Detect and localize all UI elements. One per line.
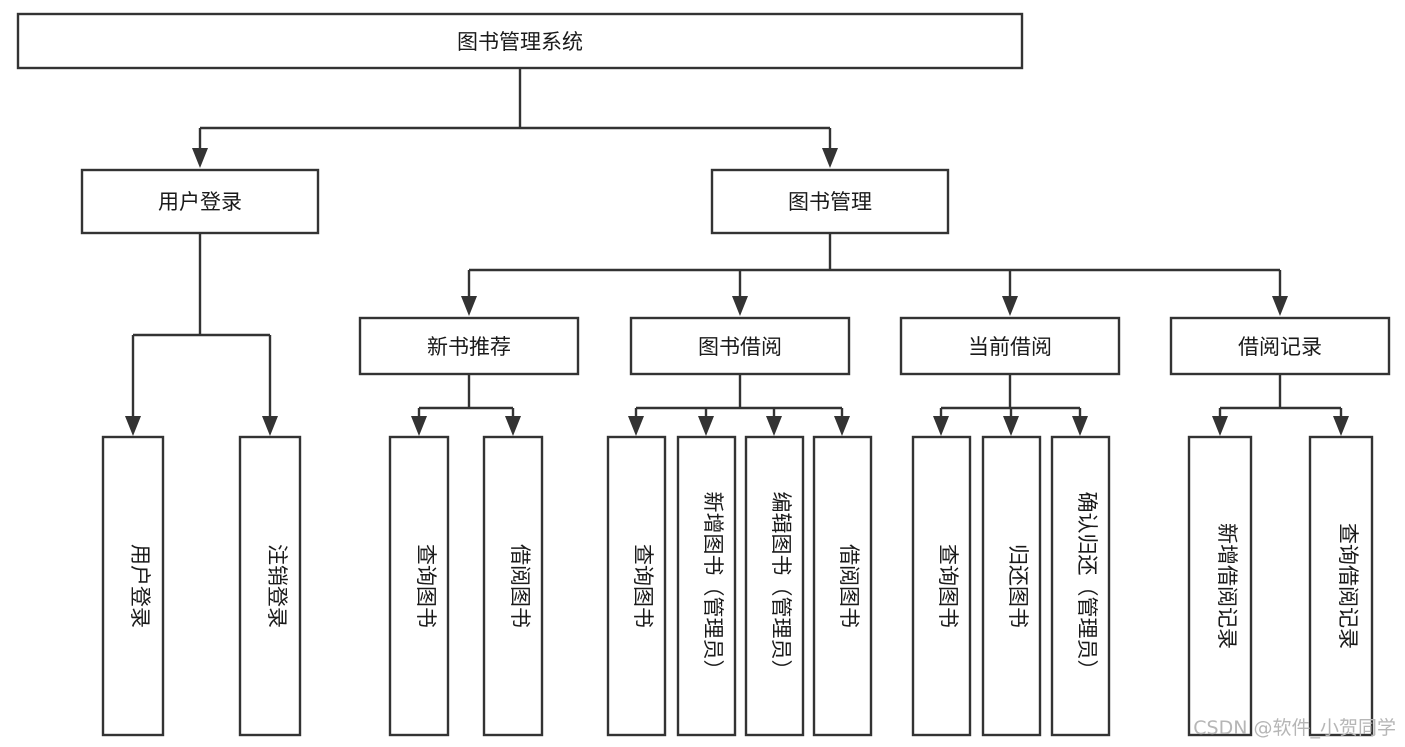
arrowhead-leaf-return-book (1003, 416, 1019, 436)
watermark-label: CSDN @软件_小贺同学 (1193, 717, 1396, 739)
node-leaf-query-book-cb[interactable]: 查询图书 (911, 435, 972, 737)
node-book-manage[interactable]: 图书管理 (710, 168, 950, 235)
node-root[interactable]: 图书管理系统 (16, 12, 1024, 70)
node-leaf-add-book[interactable]: 新增图书（管理员） (676, 435, 737, 737)
arrowhead-leaf-add-book (698, 416, 714, 436)
node-leaf-query-book-cb-box[interactable] (911, 435, 972, 737)
node-leaf-add-book-box[interactable] (676, 435, 737, 737)
node-book-manage-label: 图书管理 (788, 190, 872, 214)
node-borrow-record-label: 借阅记录 (1238, 335, 1322, 359)
connector-group-new-book-rec (411, 374, 521, 436)
arrowhead-leaf-query-record (1333, 416, 1349, 436)
node-leaf-borrow-book-rec-label: 借阅图书 (508, 544, 532, 628)
node-leaf-query-book-br-box[interactable] (606, 435, 667, 737)
node-leaf-confirm-return-box[interactable] (1050, 435, 1111, 737)
node-root-label: 图书管理系统 (457, 30, 583, 54)
node-leaf-query-record[interactable]: 查询借阅记录 (1308, 435, 1374, 737)
arrowhead-leaf-query-book-rec (411, 416, 427, 436)
node-leaf-add-record-box[interactable] (1187, 435, 1253, 737)
arrowhead-current-borrow (1002, 296, 1018, 316)
arrowhead-leaf-add-record (1212, 416, 1228, 436)
node-new-book-rec-box[interactable] (358, 316, 580, 376)
node-leaf-user-logout-box[interactable] (238, 435, 302, 737)
node-leaf-query-book-cb-label: 查询图书 (936, 544, 960, 628)
node-leaf-borrow-book-rec[interactable]: 借阅图书 (482, 435, 544, 737)
node-leaf-add-record[interactable]: 新增借阅记录 (1187, 435, 1253, 737)
node-user-login-box[interactable] (80, 168, 320, 235)
arrowhead-user-login (192, 148, 208, 168)
node-leaf-query-record-label: 查询借阅记录 (1336, 523, 1360, 649)
node-leaf-borrow-book-rec-box[interactable] (482, 435, 544, 737)
node-leaf-query-book-br[interactable]: 查询图书 (606, 435, 667, 737)
node-user-login[interactable]: 用户登录 (80, 168, 320, 235)
node-leaf-user-logout[interactable]: 注销登录 (238, 435, 302, 737)
node-current-borrow-label: 当前借阅 (968, 335, 1052, 359)
node-leaf-confirm-return[interactable]: 确认归还（管理员） (1050, 435, 1111, 737)
node-leaf-user-login[interactable]: 用户登录 (101, 435, 165, 737)
node-current-borrow-box[interactable] (899, 316, 1121, 376)
node-leaf-add-book-label: 新增图书（管理员） (701, 492, 725, 681)
connector-group-user-login (125, 233, 278, 436)
connector-group-root (192, 68, 838, 168)
node-leaf-borrow-book-br[interactable]: 借阅图书 (812, 435, 873, 737)
node-leaf-query-record-box[interactable] (1308, 435, 1374, 737)
node-leaf-user-login-label: 用户登录 (128, 544, 152, 628)
node-leaf-return-book-label: 归还图书 (1006, 544, 1030, 628)
node-leaf-query-book-rec-box[interactable] (388, 435, 450, 737)
node-new-book-rec-label: 新书推荐 (427, 335, 511, 359)
node-leaf-query-book-rec-label: 查询图书 (414, 544, 438, 628)
arrowhead-leaf-borrow-book-br (834, 416, 850, 436)
node-book-borrow[interactable]: 图书借阅 (629, 316, 851, 376)
arrowhead-leaf-confirm-return (1072, 416, 1088, 436)
connector-group-book-borrow (628, 374, 850, 436)
arrowhead-book-borrow (732, 296, 748, 316)
node-leaf-confirm-return-label: 确认归还（管理员） (1075, 492, 1099, 681)
connector-group-current-borrow (933, 374, 1088, 436)
arrowhead-leaf-user-login (125, 416, 141, 436)
node-book-manage-box[interactable] (710, 168, 950, 235)
node-leaf-return-book[interactable]: 归还图书 (981, 435, 1042, 737)
node-leaf-borrow-book-br-box[interactable] (812, 435, 873, 737)
node-leaf-edit-book-box[interactable] (744, 435, 805, 737)
node-new-book-rec[interactable]: 新书推荐 (358, 316, 580, 376)
node-leaf-user-login-box[interactable] (101, 435, 165, 737)
connector-group-borrow-record (1212, 374, 1349, 436)
node-current-borrow[interactable]: 当前借阅 (899, 316, 1121, 376)
arrowhead-new-book-rec (461, 296, 477, 316)
node-leaf-query-book-rec[interactable]: 查询图书 (388, 435, 450, 737)
arrowhead-leaf-user-logout (262, 416, 278, 436)
arrowhead-leaf-edit-book (766, 416, 782, 436)
node-leaf-return-book-box[interactable] (981, 435, 1042, 737)
node-leaf-user-logout-label: 注销登录 (265, 544, 289, 628)
node-leaf-edit-book[interactable]: 编辑图书（管理员） (744, 435, 805, 737)
node-leaf-edit-book-label: 编辑图书（管理员） (769, 492, 793, 681)
node-leaf-borrow-book-br-label: 借阅图书 (837, 544, 861, 628)
node-root-box[interactable] (16, 12, 1024, 70)
node-book-borrow-box[interactable] (629, 316, 851, 376)
node-user-login-label: 用户登录 (158, 190, 242, 214)
arrowhead-borrow-record (1272, 296, 1288, 316)
node-leaf-query-book-br-label: 查询图书 (631, 544, 655, 628)
arrowhead-book-manage (822, 148, 838, 168)
arrowhead-leaf-borrow-book-rec (505, 416, 521, 436)
node-borrow-record[interactable]: 借阅记录 (1169, 316, 1391, 376)
node-book-borrow-label: 图书借阅 (698, 335, 782, 359)
arrowhead-leaf-query-book-br (628, 416, 644, 436)
arrowhead-leaf-query-book-cb (933, 416, 949, 436)
node-borrow-record-box[interactable] (1169, 316, 1391, 376)
connector-group-book-manage (461, 233, 1288, 316)
node-leaf-add-record-label: 新增借阅记录 (1215, 523, 1239, 649)
